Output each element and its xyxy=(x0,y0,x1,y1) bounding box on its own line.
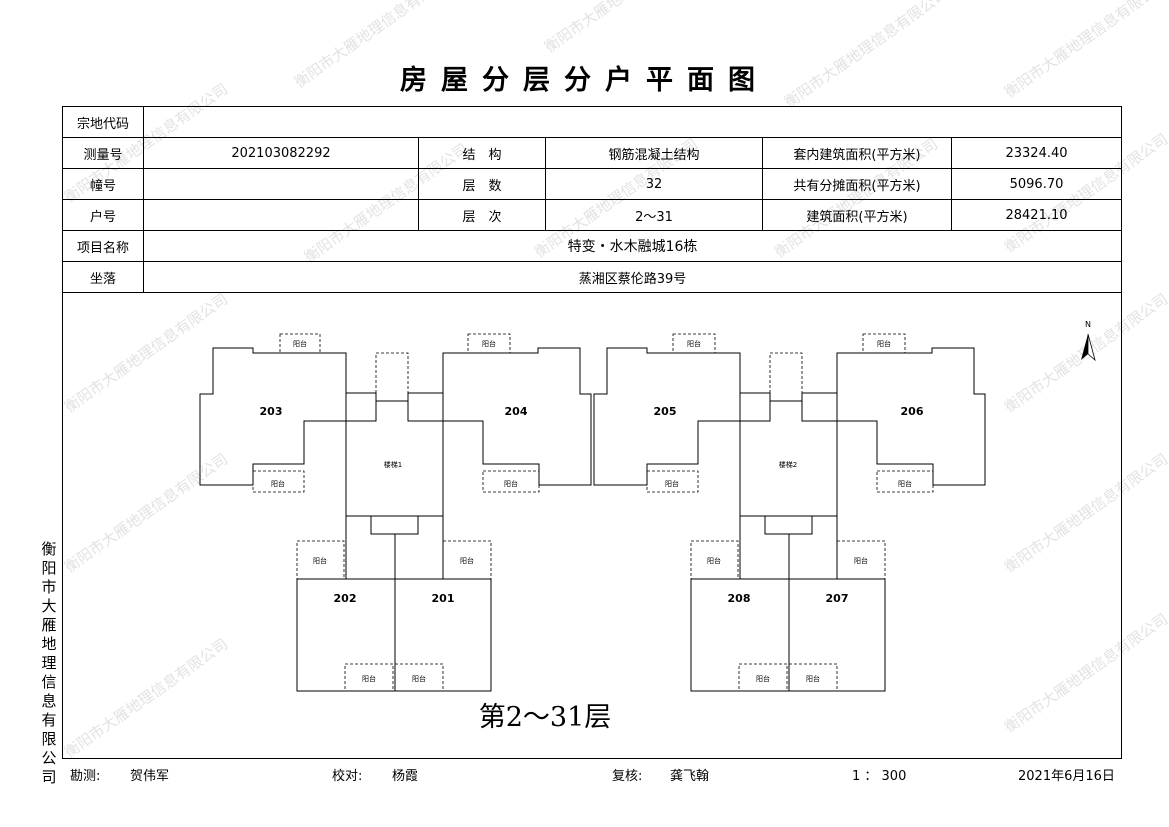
celiang-label: 测量号 xyxy=(62,137,144,169)
xiangmu-label: 项目名称 xyxy=(62,230,144,262)
taonei-label: 套内建筑面积(平方米) xyxy=(762,137,952,169)
unit-label: 204 xyxy=(505,405,528,418)
balcony-label: 阳台 xyxy=(877,339,891,348)
stair-core xyxy=(345,392,444,517)
vertical-company-name: 衡阳市大雁地理信息有限公司 xyxy=(41,540,57,786)
unit-outline xyxy=(593,347,741,486)
jiegou-label: 结 构 xyxy=(418,137,546,169)
balcony-label: 阳台 xyxy=(482,339,496,348)
unit-label: 205 xyxy=(654,405,677,418)
balcony-label: 阳台 xyxy=(504,479,518,488)
huhao-label: 户号 xyxy=(62,199,144,231)
north-arrow-icon: N xyxy=(1081,320,1096,362)
jiegou-value: 钢筋混凝土结构 xyxy=(545,137,763,169)
scale-text: 1 ： 300 xyxy=(852,769,907,784)
floor-plan: 203 204 205 206 202 201 208 207 楼梯1 楼梯2 … xyxy=(199,320,1096,733)
balcony-label: 阳台 xyxy=(313,556,327,565)
stair-label: 楼梯2 xyxy=(779,460,797,469)
balcony-label: 阳台 xyxy=(854,556,868,565)
info-table: 宗地代码 测量号 202103082292 结 构 钢筋混凝土结构 套内建筑面积… xyxy=(62,106,1122,293)
censhu-label: 层 数 xyxy=(418,168,546,200)
building-right xyxy=(593,347,986,692)
gongyou-value: 5096.70 xyxy=(951,168,1122,200)
unit-label: 203 xyxy=(260,405,283,418)
unit-label: 207 xyxy=(826,592,849,605)
balcony-label: 阳台 xyxy=(271,479,285,488)
building-left xyxy=(199,347,592,692)
unit-outline xyxy=(836,347,986,486)
balcony-label: 阳台 xyxy=(806,674,820,683)
huhao-value xyxy=(143,199,419,231)
unit-outline xyxy=(199,347,347,486)
celiang-value: 202103082292 xyxy=(143,137,419,169)
zongdi-value xyxy=(143,106,1122,138)
unit-label: 208 xyxy=(728,592,751,605)
zhuang-value xyxy=(143,168,419,200)
watermark: 衡阳市大雁地理信息有限公司 xyxy=(540,0,712,57)
balconies xyxy=(252,333,934,692)
jianzhu-label: 建筑面积(平方米) xyxy=(762,199,952,231)
surveyor-label: 勘测: xyxy=(70,769,101,784)
balcony-label: 阳台 xyxy=(898,479,912,488)
date-text: 2021年6月16日 xyxy=(1018,769,1115,784)
zhuang-label: 幢号 xyxy=(62,168,144,200)
gongyou-label: 共有分摊面积(平方米) xyxy=(762,168,952,200)
page-title: 房屋分层分户平面图 xyxy=(400,65,769,96)
table-row: 宗地代码 xyxy=(62,106,1122,138)
room-outline xyxy=(345,392,377,422)
zuoluo-label: 坐落 xyxy=(62,261,144,293)
surveyor-name: 贺伟军 xyxy=(130,769,170,784)
reviewer-label: 复核: xyxy=(612,769,643,784)
table-row: 项目名称 特变・水木融城16栋 xyxy=(62,230,1122,262)
cenci-label: 层 次 xyxy=(418,199,546,231)
zuoluo-value: 蒸湘区蔡伦路39号 xyxy=(143,261,1122,293)
balcony-label: 阳台 xyxy=(707,556,721,565)
reviewer-name: 龚飞翰 xyxy=(670,769,710,784)
jianzhu-value: 28421.10 xyxy=(951,199,1122,231)
balcony-label: 阳台 xyxy=(756,674,770,683)
balcony-label: 阳台 xyxy=(687,339,701,348)
stair-core xyxy=(739,392,838,517)
north-label: N xyxy=(1085,320,1091,329)
proofreader-label: 校对: xyxy=(332,769,363,784)
room-outline xyxy=(739,392,771,422)
unit-label: 206 xyxy=(901,405,924,418)
balcony-label: 阳台 xyxy=(665,479,679,488)
table-row: 测量号 202103082292 结 构 钢筋混凝土结构 套内建筑面积(平方米)… xyxy=(62,137,1122,169)
room-outline xyxy=(407,392,444,422)
table-row: 幢号 层 数 32 共有分摊面积(平方米) 5096.70 xyxy=(62,168,1122,200)
unit-outline xyxy=(442,347,592,486)
censhu-value: 32 xyxy=(545,168,763,200)
balcony-label: 阳台 xyxy=(460,556,474,565)
balcony-label: 阳台 xyxy=(412,674,426,683)
balcony-label: 阳台 xyxy=(293,339,307,348)
table-row: 户号 层 次 2～31 建筑面积(平方米) 28421.10 xyxy=(62,199,1122,231)
room-outline xyxy=(801,392,838,422)
xiangmu-value: 特变・水木融城16栋 xyxy=(143,230,1122,262)
stair-label: 楼梯1 xyxy=(384,460,402,469)
cenci-value: 2～31 xyxy=(545,199,763,231)
unit-label: 201 xyxy=(432,592,455,605)
zongdi-label: 宗地代码 xyxy=(62,106,144,138)
proofreader-name: 杨霞 xyxy=(392,769,419,784)
balcony-label: 阳台 xyxy=(362,674,376,683)
table-row: 坐落 蒸湘区蔡伦路39号 xyxy=(62,261,1122,293)
unit-label: 202 xyxy=(334,592,357,605)
taonei-value: 23324.40 xyxy=(951,137,1122,169)
floor-label: 第2～31层 xyxy=(479,702,612,733)
